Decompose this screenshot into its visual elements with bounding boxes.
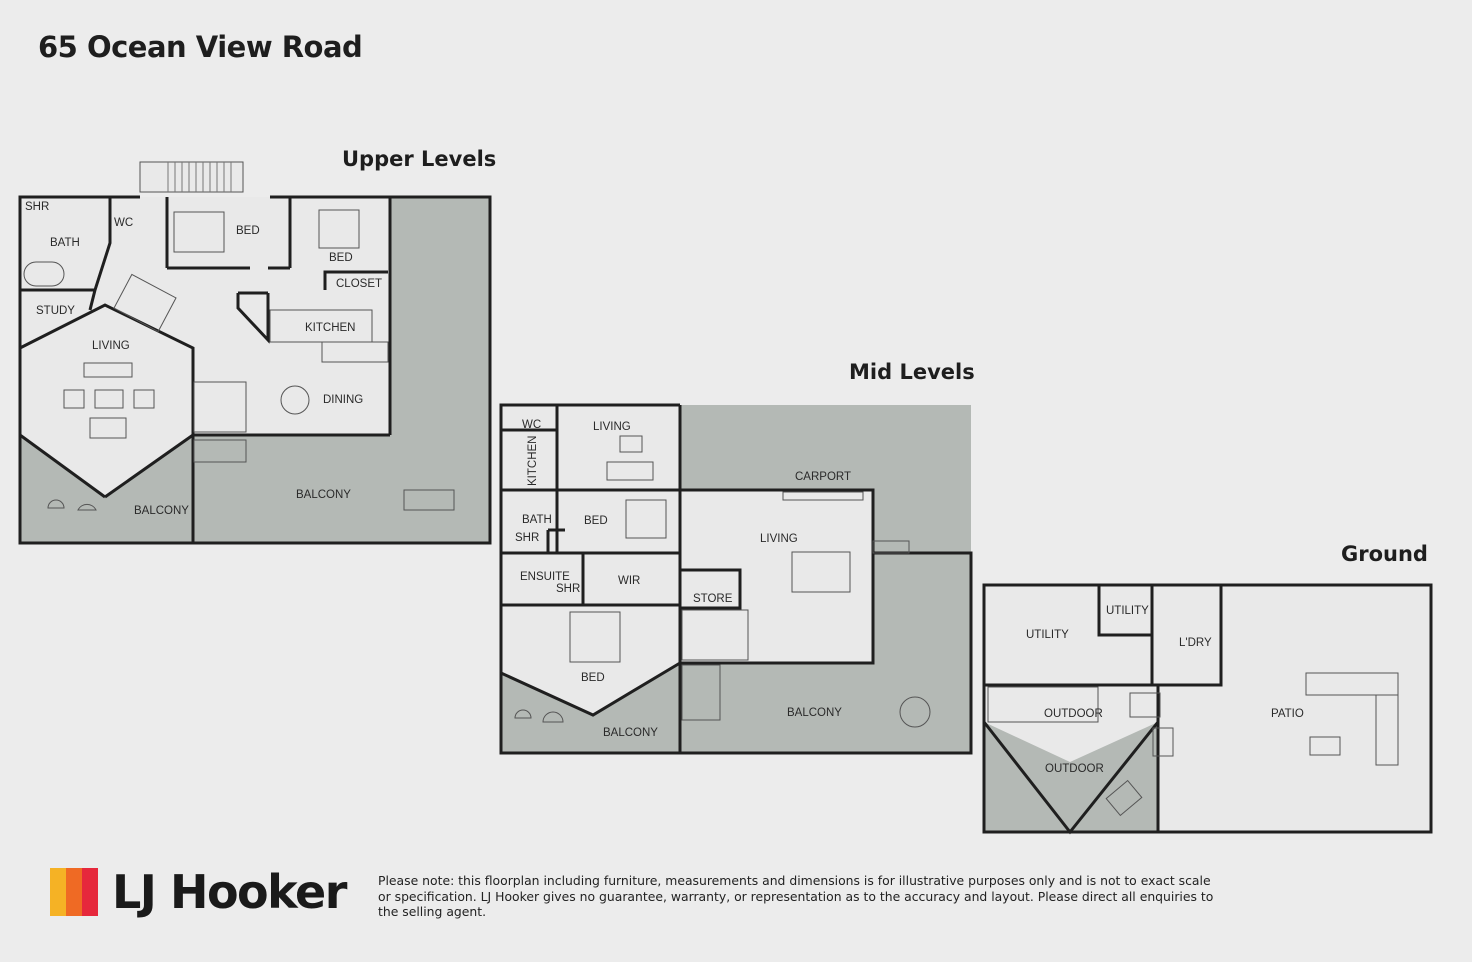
room-label: CARPORT	[795, 471, 851, 483]
logo-color-bars	[50, 868, 98, 916]
room-label: WC	[114, 217, 133, 229]
ground-plan: UTILITY UTILITY L'DRY OUTDOOR OUTDOOR PA…	[982, 583, 1433, 835]
upper-levels-plan: SHR BATH WC BED BED CLOSET STUDY LIVING …	[18, 161, 492, 545]
room-label: KITCHEN	[527, 436, 539, 486]
room-label: PATIO	[1271, 708, 1304, 720]
room-label: SHR	[515, 532, 539, 544]
logo-bar-yellow	[50, 868, 66, 916]
property-title: 65 Ocean View Road	[38, 30, 363, 64]
room-label: BED	[329, 252, 353, 264]
room-label: STUDY	[36, 305, 75, 317]
room-label: BALCONY	[787, 707, 842, 719]
room-label: BALCONY	[603, 727, 658, 739]
room-label: BED	[584, 515, 608, 527]
room-label: DINING	[323, 394, 363, 406]
room-label: ENSUITE	[520, 571, 570, 583]
room-label: OUTDOOR	[1044, 708, 1103, 720]
room-label: UTILITY	[1026, 629, 1069, 641]
room-label: LIVING	[92, 340, 130, 352]
room-label: BED	[236, 225, 260, 237]
room-label: OUTDOOR	[1045, 763, 1104, 775]
room-label: BATH	[522, 514, 552, 526]
logo-bar-red	[82, 868, 98, 916]
room-label: KITCHEN	[305, 322, 355, 334]
room-label: LIVING	[593, 421, 631, 433]
room-label: BALCONY	[134, 505, 189, 517]
room-label: UTILITY	[1106, 605, 1149, 617]
room-label: L'DRY	[1179, 637, 1212, 649]
brand-name: LJ Hooker	[112, 865, 347, 919]
room-label: BATH	[50, 237, 80, 249]
room-label: SHR	[556, 583, 580, 595]
room-label: BALCONY	[296, 489, 351, 501]
mid-levels-plan: WC LIVING KITCHEN CARPORT BATH BED SHR L…	[499, 403, 973, 755]
room-label: SHR	[25, 201, 49, 213]
room-label: BED	[581, 672, 605, 684]
room-label: WIR	[618, 575, 640, 587]
mid-levels-title: Mid Levels	[849, 360, 975, 384]
room-label: WC	[522, 419, 541, 431]
room-label: LIVING	[760, 533, 798, 545]
ground-title: Ground	[1341, 542, 1428, 566]
lj-hooker-logo: LJ Hooker	[50, 865, 347, 919]
room-label: CLOSET	[336, 278, 382, 290]
room-label: STORE	[693, 593, 733, 605]
logo-bar-orange	[66, 868, 82, 916]
disclaimer-text: Please note: this floorplan including fu…	[378, 873, 1214, 919]
upper-levels-title: Upper Levels	[342, 147, 497, 171]
